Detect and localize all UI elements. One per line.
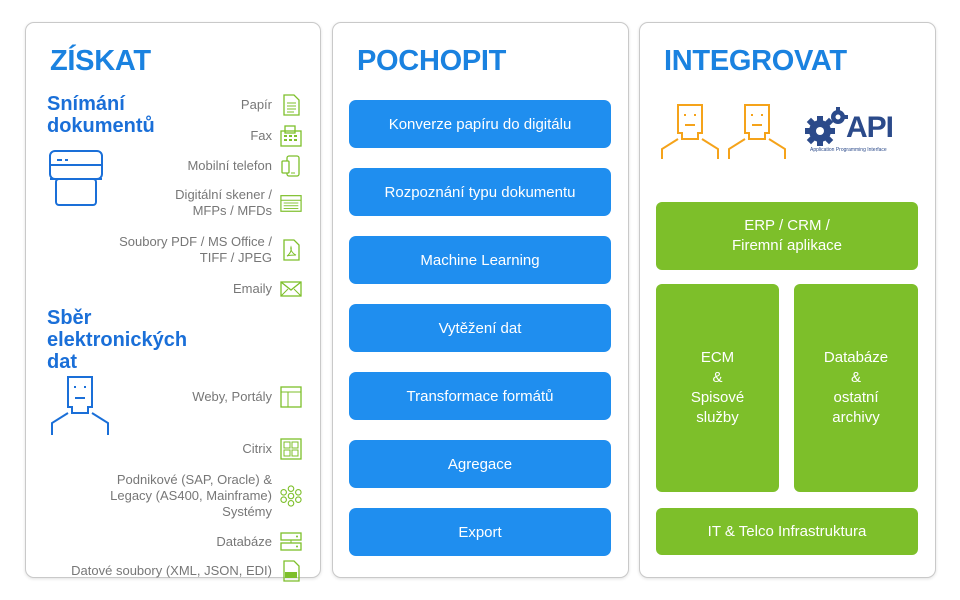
collect-item-enterprise: Podnikové (SAP, Oracle) & Legacy (AS400,… bbox=[110, 472, 302, 520]
pdf-file-icon bbox=[280, 239, 302, 261]
step-aggregation[interactable]: Agregace bbox=[349, 440, 611, 488]
understand-panel: POCHOPIT Konverze papíru do digitálu Roz… bbox=[332, 22, 629, 578]
mobile-phone-icon bbox=[280, 155, 302, 177]
erp-crm-box: ERP / CRM / Firemní aplikace bbox=[656, 202, 918, 270]
xml-file-icon bbox=[280, 560, 302, 582]
person-icon bbox=[51, 376, 109, 435]
acquire-panel: ZÍSKAT Snímání dokumentů Papír Fax Mobil… bbox=[25, 22, 321, 582]
fax-icon bbox=[280, 125, 302, 147]
document-icon bbox=[280, 94, 302, 116]
scanner-icon bbox=[280, 192, 302, 214]
infrastructure-box: IT & Telco Infrastruktura bbox=[656, 508, 918, 555]
person-icon bbox=[661, 104, 719, 159]
step-machine-learning[interactable]: Machine Learning bbox=[349, 236, 611, 284]
network-icon bbox=[280, 485, 302, 507]
acquire-title: ZÍSKAT bbox=[50, 45, 151, 77]
api-caption: Application Programming Interface bbox=[810, 147, 887, 153]
integrate-title: INTEGROVAT bbox=[664, 45, 847, 77]
capture-item-email: Emaily bbox=[233, 278, 302, 300]
step-data-extraction[interactable]: Vytěžení dat bbox=[349, 304, 611, 352]
collect-item-citrix: Citrix bbox=[242, 438, 302, 460]
database-icon bbox=[280, 531, 302, 553]
capture-item-scanner: Digitální skener / MFPs / MFDs bbox=[175, 187, 302, 219]
email-icon bbox=[280, 278, 302, 300]
database-archive-box: Databáze & ostatní archivy bbox=[794, 284, 918, 492]
understand-title: POCHOPIT bbox=[357, 45, 507, 77]
capture-heading: Snímání dokumentů bbox=[47, 93, 155, 137]
capture-item-files: Soubory PDF / MS Office / TIFF / JPEG bbox=[119, 234, 302, 266]
collect-item-database: Databáze bbox=[216, 531, 302, 553]
api-logo: API Application Programming Interface bbox=[804, 107, 914, 157]
person-icon bbox=[728, 104, 786, 159]
step-format-transformation[interactable]: Transformace formátů bbox=[349, 372, 611, 420]
web-layout-icon bbox=[280, 386, 302, 408]
step-document-type-recognition[interactable]: Rozpoznání typu dokumentu bbox=[349, 168, 611, 216]
gear-icon bbox=[805, 107, 848, 146]
step-export[interactable]: Export bbox=[349, 508, 611, 556]
integrate-panel: INTEGROVAT bbox=[639, 22, 936, 578]
collect-item-datafiles: Datové soubory (XML, JSON, EDI) bbox=[71, 560, 302, 582]
capture-item-mobile: Mobilní telefon bbox=[187, 155, 302, 177]
api-text: API bbox=[846, 111, 894, 144]
grid-icon bbox=[280, 438, 302, 460]
ecm-box: ECM & Spisové služby bbox=[656, 284, 779, 492]
step-paper-conversion[interactable]: Konverze papíru do digitálu bbox=[349, 100, 611, 148]
collect-heading: Sběr elektronických dat bbox=[47, 307, 188, 373]
printer-icon bbox=[49, 150, 103, 206]
capture-item-paper: Papír bbox=[241, 94, 302, 116]
capture-item-fax: Fax bbox=[250, 125, 302, 147]
collect-item-web: Weby, Portály bbox=[192, 386, 302, 408]
